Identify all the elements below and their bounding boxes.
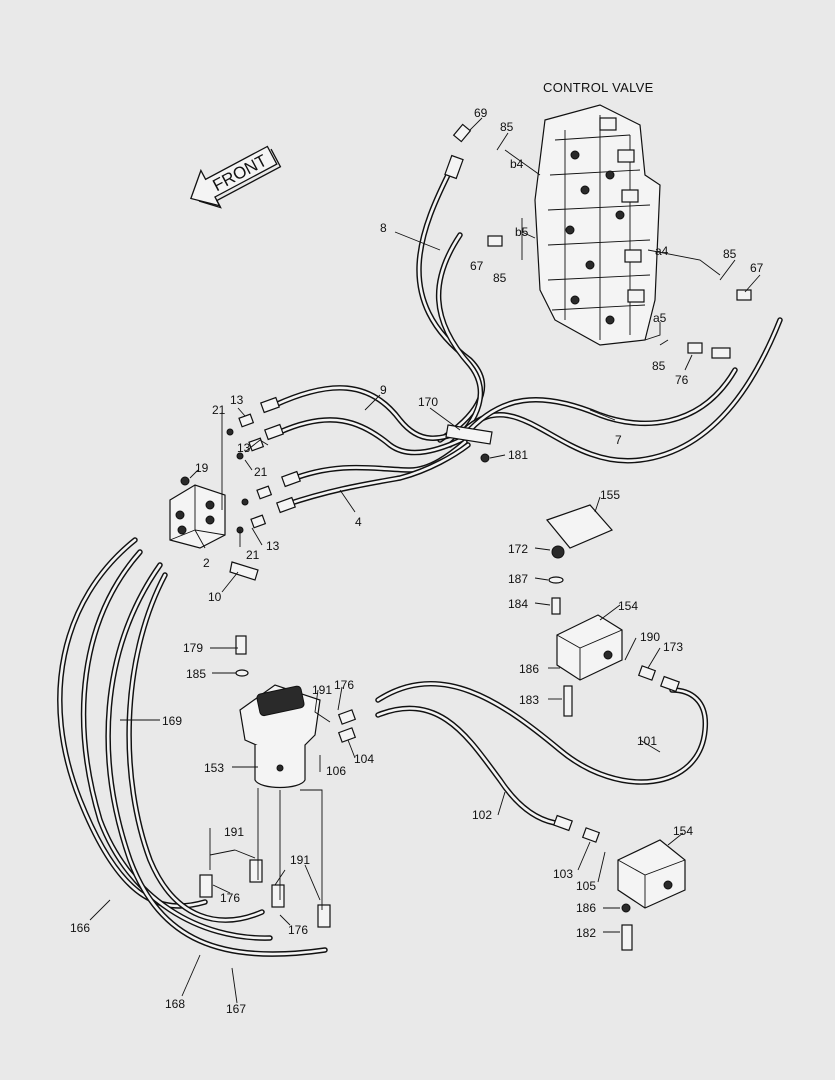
leader-lines (89, 117, 761, 1004)
label-153: 153 (204, 761, 224, 775)
label-13c: 13 (266, 539, 280, 553)
label-186b: 186 (576, 901, 596, 915)
label-85c: 85 (723, 247, 737, 261)
label-176b: 176 (220, 891, 240, 905)
label-9: 9 (380, 383, 387, 397)
label-67b: 67 (750, 261, 764, 275)
label-155: 155 (600, 488, 620, 502)
part-labels: 69 85 b4 b5 67 85 8 a4 85 67 a5 85 76 9 … (70, 106, 764, 1016)
label-183: 183 (519, 693, 539, 707)
label-167: 167 (226, 1002, 246, 1016)
label-85d: 85 (652, 359, 666, 373)
label-b4: b4 (510, 157, 524, 171)
label-182: 182 (576, 926, 596, 940)
label-21b: 21 (254, 465, 268, 479)
label-101: 101 (637, 734, 657, 748)
remote-control-valve-153 (239, 684, 321, 789)
misc-fittings (199, 123, 752, 928)
label-191b: 191 (224, 825, 244, 839)
label-169: 169 (162, 714, 182, 728)
label-105: 105 (576, 879, 596, 893)
block-154-lower (617, 839, 686, 951)
label-187: 187 (508, 572, 528, 586)
label-85b: 85 (493, 271, 507, 285)
label-103: 103 (553, 867, 573, 881)
label-b5: b5 (515, 225, 529, 239)
label-181: 181 (508, 448, 528, 462)
label-185: 185 (186, 667, 206, 681)
label-102: 102 (472, 808, 492, 822)
label-2: 2 (203, 556, 210, 570)
front-direction-arrow: FRONT (189, 145, 282, 209)
label-7: 7 (615, 433, 622, 447)
label-166: 166 (70, 921, 90, 935)
label-154: 154 (618, 599, 638, 613)
diagram-title: CONTROL VALVE (543, 80, 654, 95)
control-valve-block (534, 104, 661, 346)
block-154-upper (545, 504, 623, 717)
label-a5: a5 (653, 311, 667, 325)
label-173: 173 (663, 640, 683, 654)
label-13: 13 (230, 393, 244, 407)
label-8: 8 (380, 221, 387, 235)
label-a4: a4 (655, 244, 669, 258)
label-191c: 191 (290, 853, 310, 867)
label-179: 179 (183, 641, 203, 655)
label-69: 69 (474, 106, 488, 120)
label-190: 190 (640, 630, 660, 644)
label-19: 19 (195, 461, 209, 475)
label-191: 191 (312, 683, 332, 697)
label-21c: 21 (246, 548, 260, 562)
label-10: 10 (208, 590, 222, 604)
label-176c: 176 (288, 923, 308, 937)
label-170: 170 (418, 395, 438, 409)
label-4: 4 (355, 515, 362, 529)
label-76: 76 (675, 373, 689, 387)
label-67: 67 (470, 259, 484, 273)
hose-clamp-170 (445, 424, 493, 463)
pilot-block-2 (169, 476, 259, 581)
label-176: 176 (334, 678, 354, 692)
label-85: 85 (500, 120, 514, 134)
label-184: 184 (508, 597, 528, 611)
label-172: 172 (508, 542, 528, 556)
hydraulic-hoses (57, 162, 783, 957)
label-106: 106 (326, 764, 346, 778)
label-168: 168 (165, 997, 185, 1011)
label-186: 186 (519, 662, 539, 676)
label-154b: 154 (673, 824, 693, 838)
pilot-fittings (226, 396, 301, 534)
label-13b: 13 (237, 441, 251, 455)
label-21: 21 (212, 403, 226, 417)
label-104: 104 (354, 752, 374, 766)
